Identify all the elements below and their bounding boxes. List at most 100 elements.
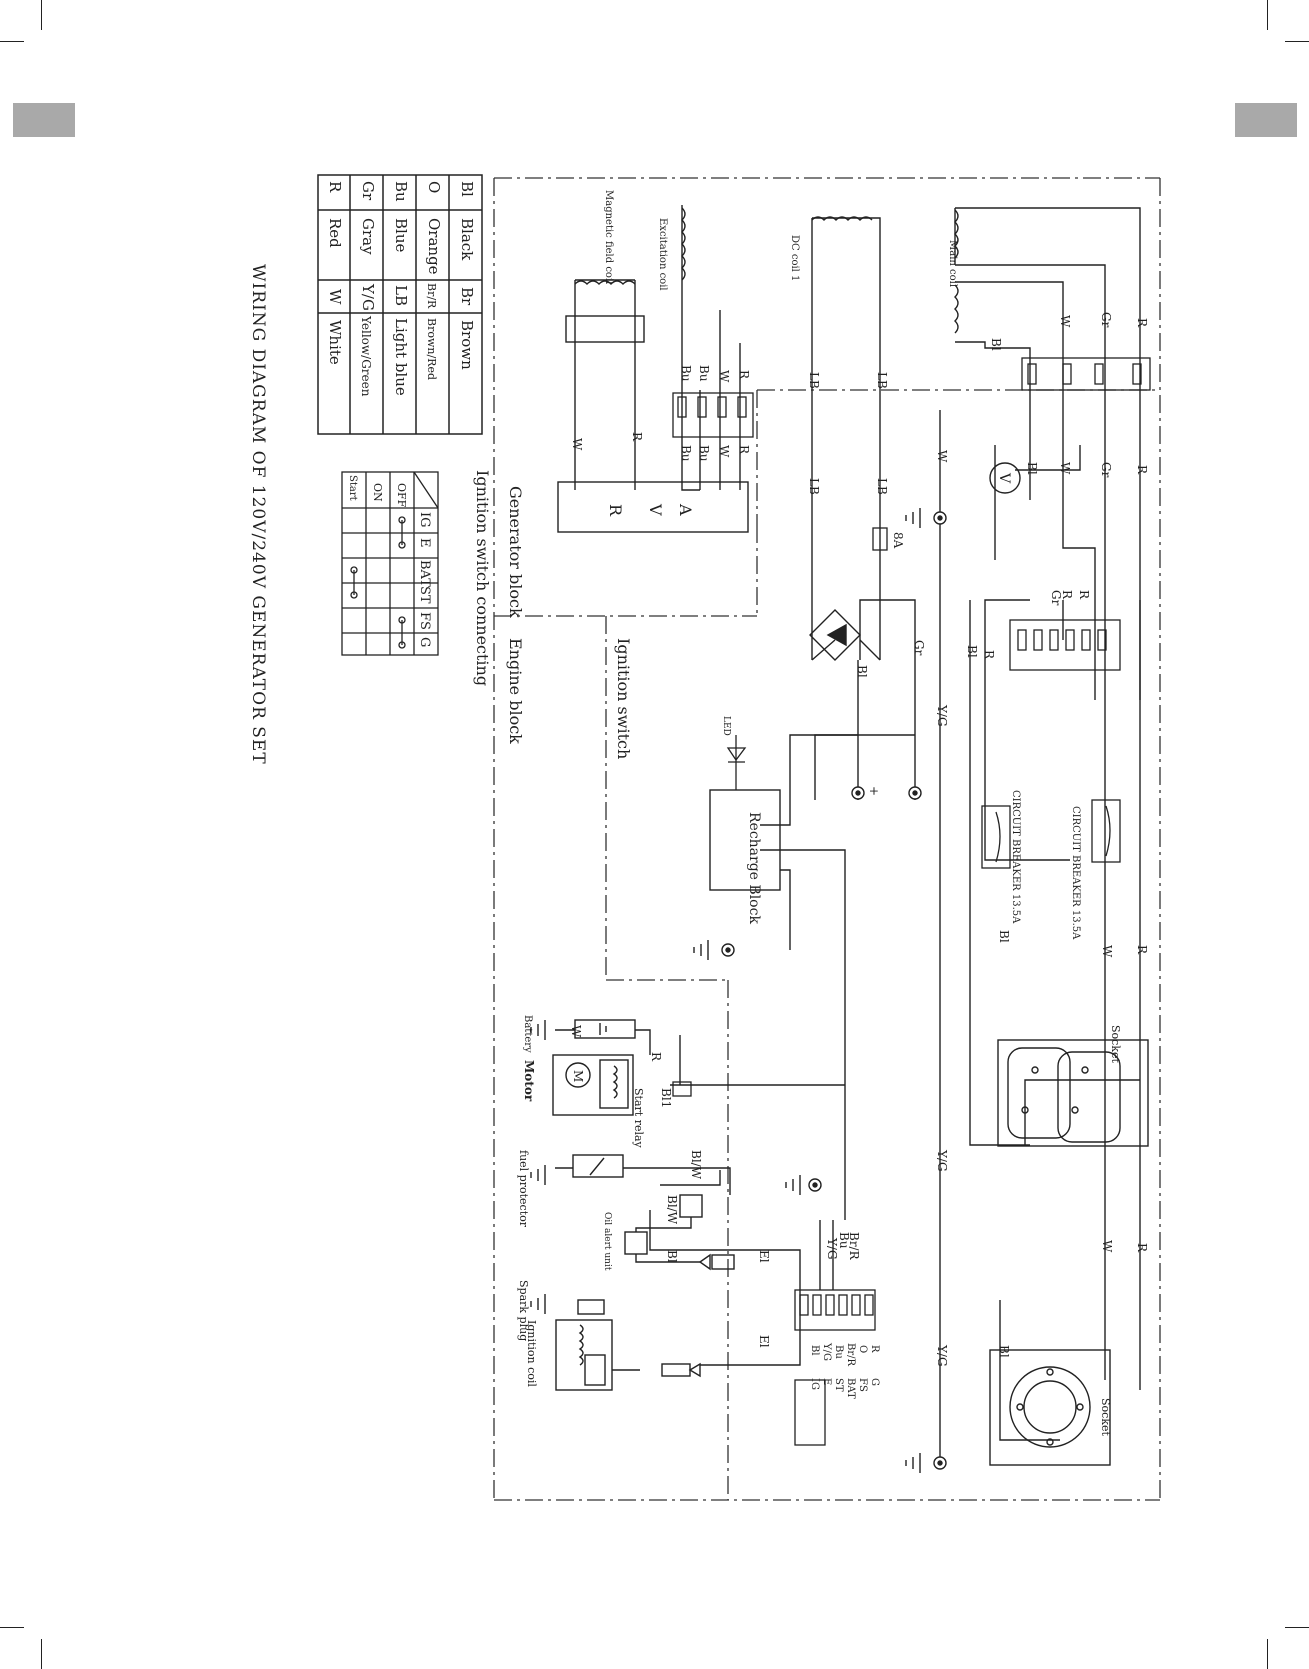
socket-icon: [989, 1039, 1149, 1466]
bridge-rectifier: [809, 609, 861, 661]
wire-label: Br/R: [847, 1232, 861, 1261]
legend-code: W: [326, 289, 344, 305]
wire-label: R: [1135, 1243, 1149, 1253]
wire-label: Bu: [679, 365, 693, 382]
plus-sign: +: [867, 786, 881, 796]
switch-col-label: FS: [417, 612, 432, 630]
fuel-protector-icon: [555, 1154, 731, 1195]
breaker-labels: CIRCUIT BREAKER 13.5A CIRCUIT BREAKER 13…: [1010, 790, 1081, 940]
legend-code: Bu: [392, 181, 410, 202]
switch-table-labels: IG E BAT ST FS G OFF ON Start: [347, 475, 432, 647]
avr-box: [557, 481, 749, 533]
switch-row-label: Start: [347, 475, 358, 501]
relay-terminal: [672, 1081, 692, 1097]
battery-label: Battery: [522, 1015, 533, 1053]
connector-wire-label: Y/G: [821, 1342, 832, 1361]
legend-text: Bl Black Br Brown O Orange Br/R Brown/Re…: [326, 181, 476, 397]
socket-2-label: Socket: [1099, 1398, 1112, 1436]
legend-code: Gr: [359, 181, 377, 201]
wire-label: El: [757, 1335, 771, 1348]
wire-label: Bl: [965, 645, 979, 658]
connector-wire-label: O: [857, 1345, 868, 1353]
connector-wire-label: Bu: [833, 1345, 844, 1359]
led-label: LED: [721, 716, 731, 736]
legend-name: Brown: [458, 320, 476, 370]
wire-label: R: [1077, 590, 1091, 600]
wire-label: Bu: [697, 365, 711, 382]
wire-label: Bl: [997, 930, 1011, 943]
recharge-block: [709, 789, 781, 891]
motor-symbol: M: [571, 1070, 585, 1082]
connector-wire-label: R: [869, 1345, 880, 1353]
crop-mark: [0, 41, 24, 42]
legend-code: Br: [458, 287, 476, 306]
motor-icon: [552, 1054, 634, 1116]
avr-labels: A V R: [606, 503, 695, 517]
switch-col-label: ST: [417, 586, 432, 604]
coil-symbols: [565, 207, 959, 343]
fuel-protector-label: fuel protector: [517, 1150, 530, 1228]
wire-label: R: [1060, 590, 1074, 600]
wire-label: Bl: [1025, 462, 1039, 475]
crop-mark: [1267, 1639, 1268, 1669]
wire-label: Gr: [912, 640, 926, 656]
legend-name: White: [326, 320, 344, 365]
crop-mark: [41, 0, 42, 30]
oil-alert-icon: [624, 1194, 735, 1271]
wire-label: Bl: [997, 1345, 1011, 1358]
wire-label: R: [1135, 945, 1149, 955]
legend-code: R: [326, 181, 344, 193]
wire-label: R: [630, 432, 644, 442]
switch-row-label: ON: [371, 483, 384, 502]
block-labels: Generator block Engine block Ignition sw…: [473, 470, 633, 759]
legend-code: O: [425, 181, 443, 193]
legend-name: Brown/Red: [425, 318, 438, 380]
connector-wire-label: Br/R: [845, 1343, 856, 1366]
generator-block-label: Generator block: [506, 486, 525, 618]
wire-label: W: [570, 438, 584, 451]
wire-label: W: [1058, 315, 1072, 328]
circuit-breakers: [981, 799, 1121, 869]
wire-label: Y/G: [935, 704, 949, 727]
socket-1-label: Socket: [1109, 1025, 1122, 1063]
connector-wire-label: Bl: [809, 1345, 820, 1356]
wire-label: Bl: [989, 338, 1003, 351]
wire-label: Bl1: [659, 1088, 673, 1108]
switch-col-label: G: [417, 637, 432, 647]
connector-pin-label: G: [869, 1378, 880, 1386]
voltmeter: [989, 462, 1021, 494]
connector-blocks: [672, 357, 1151, 1446]
engine-block-label: Engine block: [506, 638, 525, 744]
legend-code: Br/R: [425, 283, 438, 309]
wire-label: Bu: [697, 445, 711, 462]
wire-label: R: [737, 445, 751, 455]
wire-label: El: [757, 1250, 771, 1263]
wire-label: Bu: [837, 1232, 851, 1249]
wire-label: Y/G: [935, 1344, 949, 1367]
wire-label: R: [1135, 318, 1149, 328]
recharge-block-label: Recharge Block: [746, 812, 762, 924]
page-tab-right: [1235, 103, 1297, 137]
wire-label: LB: [875, 478, 889, 495]
ignition-coil-icon: [555, 1299, 701, 1391]
crop-mark: [1267, 0, 1268, 30]
wire-label: LB: [875, 372, 889, 389]
wire-label: Bu: [679, 445, 693, 462]
switch-col-label: E: [417, 538, 432, 548]
wire-label: R: [737, 370, 751, 380]
legend-code: Y/G: [359, 283, 377, 311]
ignition-switch-label: Ignition switch: [614, 638, 633, 759]
wire-label: R: [982, 650, 996, 660]
wire-label: Bl/W: [665, 1195, 679, 1225]
wire-label: Y/G: [935, 1149, 949, 1172]
wire-label: Gr: [1049, 590, 1063, 606]
breaker-2-label: CIRCUIT BREAKER 13.5A: [1010, 790, 1021, 924]
main-coil-label: Main coil: [947, 240, 958, 287]
crop-mark: [1285, 41, 1309, 42]
wire-label: Y/G: [825, 1237, 839, 1260]
connector-labels: R O Br/R Bu Y/G Bl G FS BAT ST E IG: [809, 1342, 880, 1399]
crop-mark: [41, 1639, 42, 1669]
avr-letter: R: [606, 504, 625, 517]
wire-label: Bl: [855, 665, 869, 678]
